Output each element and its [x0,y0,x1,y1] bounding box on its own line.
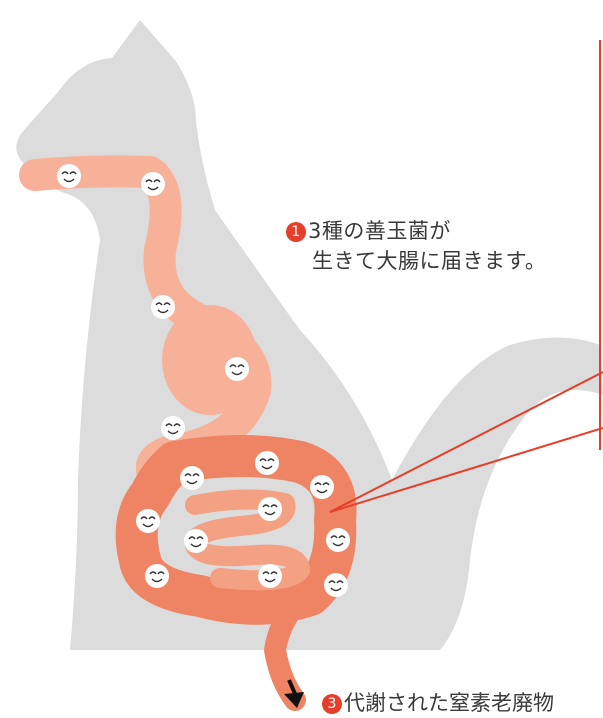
step1-number-badge: 1 [286,222,306,242]
smiley-face-icon [258,564,282,588]
smiley-face-icon [255,451,279,475]
smiley-face-icon [310,475,334,499]
callout-lines [329,40,603,513]
step3-text: 代謝された窒素老廃物 [344,691,554,715]
smiley-face-icon [161,416,185,440]
smiley-face-icon [136,509,160,533]
smiley-face-icon [225,357,249,381]
smiley-face-icon [141,172,165,196]
step3-number-badge: 3 [322,694,342,714]
smiley-face-icon [324,573,348,597]
smiley-face-icon [151,295,175,319]
smiley-face-icon [145,564,169,588]
cat-silhouette [16,20,603,650]
smiley-face-icon [326,528,350,552]
bacteria-group [57,164,350,597]
arrow-down-icon [284,679,304,708]
step1-line1: 3種の善玉菌が [308,219,451,243]
smiley-face-icon [184,529,208,553]
smiley-face-icon [180,466,204,490]
smiley-face-icon [258,497,282,521]
smiley-face-icon [57,164,81,188]
step1-line2: 生きて大腸に届きます。 [312,249,547,273]
